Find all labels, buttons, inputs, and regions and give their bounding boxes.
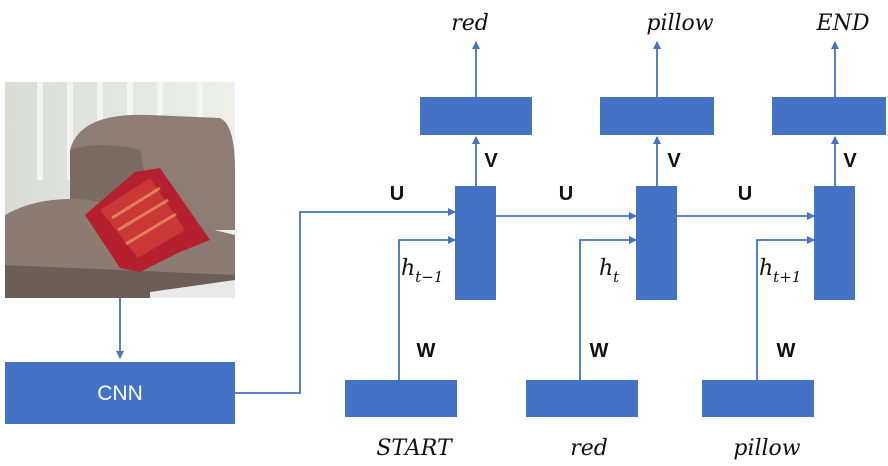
- input-block-1: [345, 380, 457, 417]
- hidden-block-2: [636, 186, 677, 300]
- v-label-3: V: [843, 150, 857, 172]
- v-label-2: V: [667, 150, 681, 172]
- output-word-2: pillow: [646, 11, 713, 36]
- output-word-1: red: [451, 11, 489, 36]
- w1-arrow: [398, 236, 456, 380]
- v-label-1: V: [484, 150, 498, 172]
- input-word-1: START: [376, 436, 454, 461]
- connectors: [116, 41, 839, 394]
- cnn-label: CNN: [97, 382, 143, 405]
- w2-arrow: [579, 236, 637, 380]
- hidden-label-2: ht: [599, 256, 620, 286]
- u-label-2: U: [559, 183, 573, 205]
- input-block-3: [702, 380, 814, 417]
- sofa-pillow-photo: [5, 82, 235, 298]
- hidden-label-3: ht+1: [759, 256, 801, 286]
- cnn-to-h1-arrow: [235, 208, 456, 394]
- input-block-2: [526, 380, 638, 417]
- u-label-1: U: [390, 183, 404, 205]
- w-label-3: W: [777, 340, 796, 362]
- input-word-3: pillow: [733, 436, 800, 461]
- w3-arrow: [756, 236, 815, 380]
- input-word-2: red: [570, 436, 608, 461]
- output-block-2: [600, 97, 714, 135]
- hidden-block-1: [455, 186, 496, 300]
- hidden-label-1: ht−1: [401, 256, 443, 286]
- hidden-block-3: [814, 186, 855, 300]
- output-word-3: END: [816, 11, 870, 36]
- output-block-1: [420, 97, 532, 135]
- w-label-1: W: [417, 340, 436, 362]
- u-label-3: U: [738, 183, 752, 205]
- cnn-block: [5, 362, 235, 424]
- output-block-3: [772, 97, 886, 135]
- w-label-2: W: [590, 340, 609, 362]
